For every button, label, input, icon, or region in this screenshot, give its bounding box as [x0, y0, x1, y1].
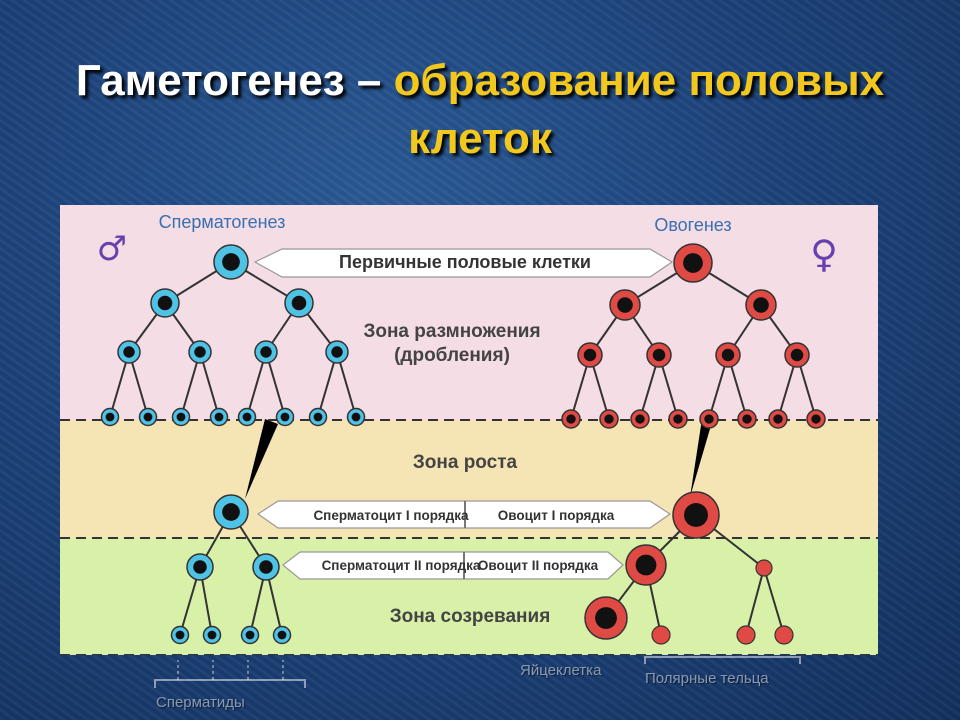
polar-body [774, 625, 794, 645]
egg-cell-label: Яйцеклетка [520, 662, 602, 679]
spermatogonium-cell [209, 407, 229, 427]
oocyte-1-label: Овоцит I порядка [498, 508, 615, 523]
spermatogenesis-label: Сперматогенез [159, 212, 286, 232]
spermatogonium-cell [171, 407, 191, 427]
gametogenesis-diagram: ♂ ♀ Сперматогенез Овогенез Первичные пол… [60, 205, 878, 655]
spermatogonium-cell [100, 407, 120, 427]
polar-bodies-label: Полярные тельца [645, 670, 769, 687]
oogonium-cell [599, 409, 619, 429]
oogonium-cell [806, 409, 826, 429]
spermatid-cell [170, 625, 190, 645]
secondary-spermatocyte-cell [186, 553, 214, 581]
oogonium-cell [784, 342, 810, 368]
slide-title: Гаметогенез – образование половых клеток [0, 52, 960, 168]
primary-oocyte-cell [672, 491, 720, 539]
title-main: Гаметогенез – [75, 56, 382, 105]
spermatid-cell [272, 625, 292, 645]
spermatogonium-cell [150, 288, 180, 318]
labels: ♂ ♀ Сперматогенез Овогенез Первичные пол… [97, 212, 838, 627]
oogonium-cell [737, 409, 757, 429]
oogonium-cell [630, 409, 650, 429]
zone-reproduction-sublabel: (дробления) [394, 345, 510, 366]
primary-male-cell [213, 244, 249, 280]
spermatid-cell [202, 625, 222, 645]
primary-female-cell [673, 243, 713, 283]
polar-body [651, 625, 671, 645]
spermatogonium-cell [138, 407, 158, 427]
growth-wedge-female [690, 419, 712, 497]
oogonium-cell [699, 409, 719, 429]
polar-body [755, 559, 773, 577]
spermatogonium-cell [284, 288, 314, 318]
spermatid-cell [240, 625, 260, 645]
spermatocyte-1-label: Сперматоцит I порядка [313, 508, 469, 523]
oogonium-cell [561, 409, 581, 429]
oogonium-cell [668, 409, 688, 429]
zone-reproduction-band [60, 205, 878, 420]
oogonium-cell [577, 342, 603, 368]
spermatogonium-cell [237, 407, 257, 427]
spermatogonium-cell [325, 340, 349, 364]
secondary-oocyte-cell [625, 544, 667, 586]
polar-body [736, 625, 756, 645]
oogonium-cell [646, 342, 672, 368]
secondary-spermatocyte-cell [252, 553, 280, 581]
spermatogonium-cell [275, 407, 295, 427]
oogonium-cell [715, 342, 741, 368]
oogonium-cell [768, 409, 788, 429]
zone-reproduction-label: Зона размножения [363, 321, 540, 342]
growth-wedge-male [245, 419, 278, 499]
spermatids-label: Сперматиды [156, 694, 245, 711]
spermatogonium-cell [308, 407, 328, 427]
male-symbol: ♂ [97, 229, 127, 269]
lineage-line [763, 567, 785, 636]
title-accent: образование половых клеток [393, 56, 885, 163]
spermatogonium-cell [188, 340, 212, 364]
callouts [253, 248, 674, 580]
oogonium-cell [745, 289, 777, 321]
primary-cells-label: Первичные половые клетки [339, 252, 591, 272]
oocyte-2-label: Овоцит II порядка [478, 558, 599, 573]
lineage-line [745, 567, 765, 636]
oogonium-cell [609, 289, 641, 321]
spermatocyte-2-label: Сперматоцит II порядка [322, 558, 481, 573]
primary-spermatocyte-cell [213, 494, 249, 530]
cells [100, 243, 826, 645]
spermatogonium-cell [254, 340, 278, 364]
egg-cell [584, 596, 628, 640]
oogenesis-label: Овогенез [654, 215, 731, 235]
diagram-svg: ♂ ♀ Сперматогенез Овогенез Первичные пол… [60, 212, 878, 655]
spermatogonium-cell [346, 407, 366, 427]
female-symbol: ♀ [810, 232, 838, 276]
zone-growth-label: Зона роста [413, 452, 518, 473]
spermatogonium-cell [117, 340, 141, 364]
primary-cells-callout [253, 248, 674, 278]
zone-maturation-label: Зона созревания [390, 606, 551, 627]
